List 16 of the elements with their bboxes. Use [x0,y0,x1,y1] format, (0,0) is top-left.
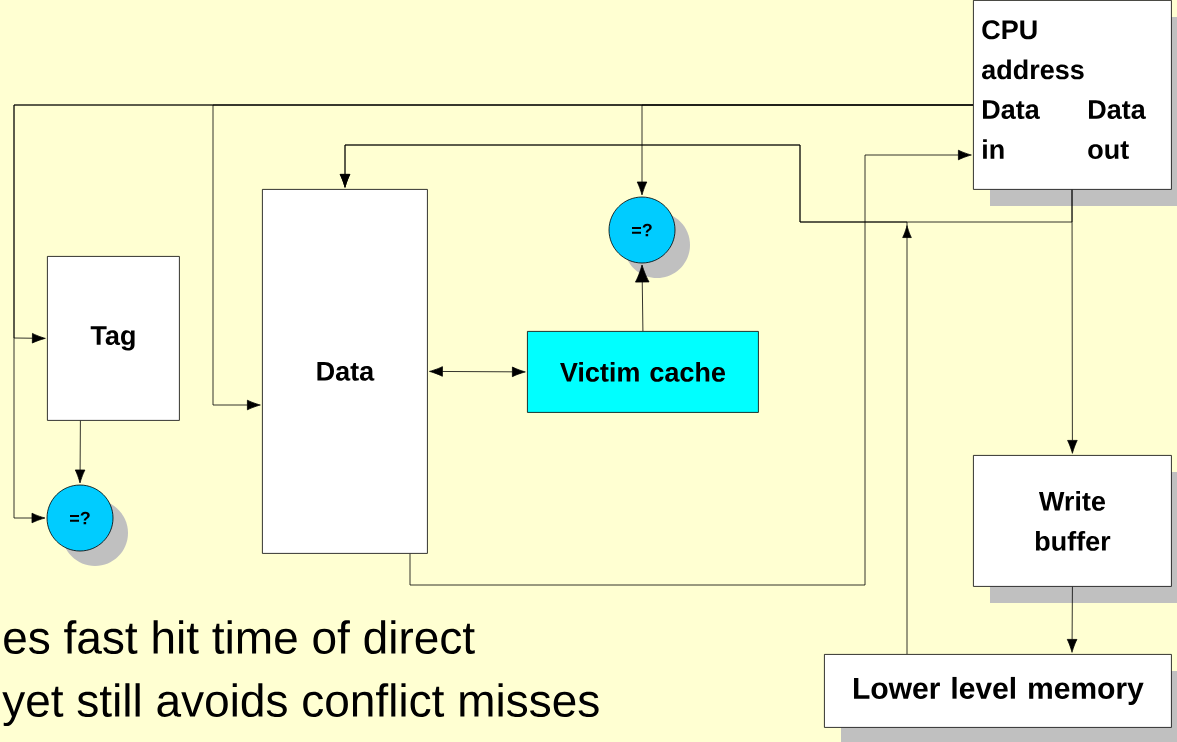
block-box: Lower level memory [824,654,1172,728]
block-box: Victim cache [527,331,759,413]
connector-arrow [635,264,650,332]
cpu-box: CPU address Data in Data out [973,0,1172,190]
connector-arrow [339,144,912,655]
block-box: Tag [47,256,180,421]
connector-arrow [429,366,526,378]
bullet-text: yet still avoids conflict misses [2,683,599,727]
block-box: Write buffer [973,455,1172,587]
connector-arrow [1067,189,1078,454]
connector-arrow [636,104,974,196]
connector-arrow [409,149,972,586]
block-box: Data [262,189,428,554]
connector-arrow [1066,586,1078,653]
connector-arrow [74,420,86,484]
bullet-text: es fast hit time of direct [4,620,475,654]
